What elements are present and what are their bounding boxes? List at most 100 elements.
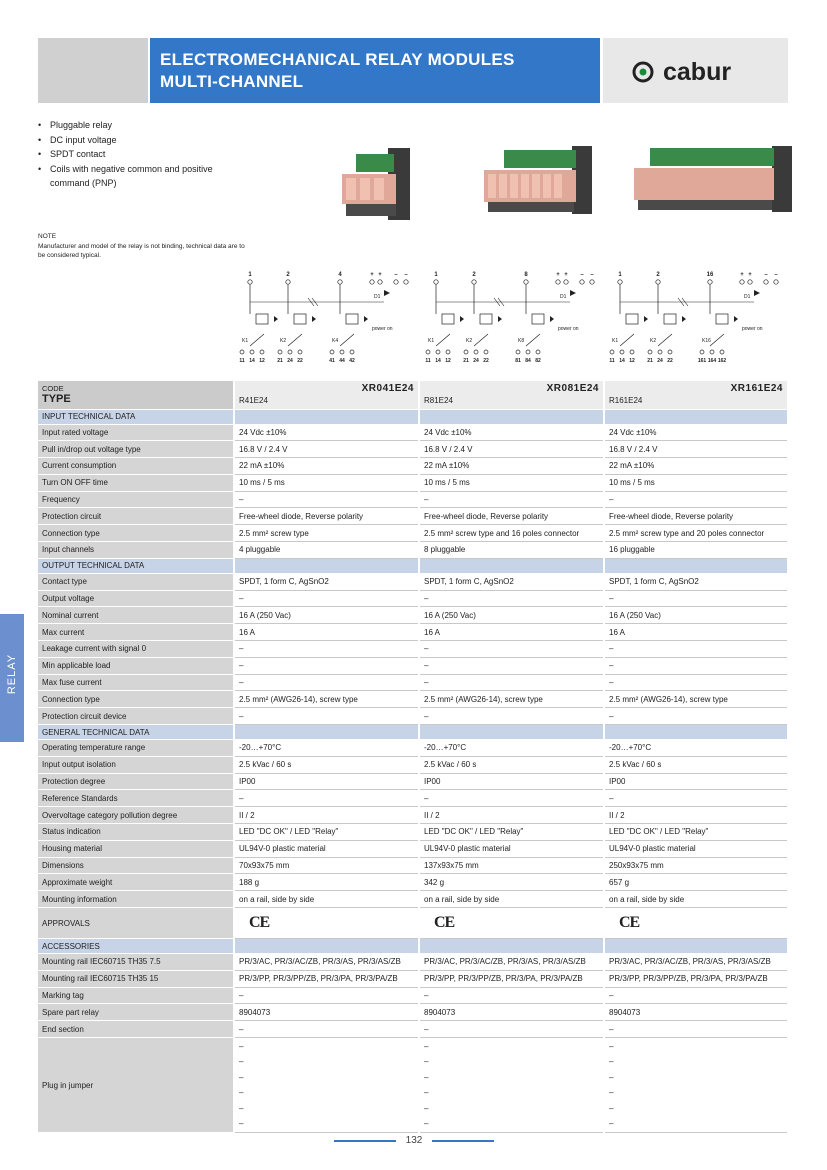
terminal-icon xyxy=(739,279,745,285)
terminal-icon xyxy=(473,349,479,355)
type-label: TYPE xyxy=(42,393,71,406)
contact-icon xyxy=(473,333,489,347)
row-value: 2.5 mm² screw type and 20 poles connecto… xyxy=(604,524,789,543)
terminal-label: 21 xyxy=(463,358,469,364)
relay-label: K1 xyxy=(242,338,248,344)
terminal-icon xyxy=(277,349,283,355)
row-value: UL94V-0 plastic material xyxy=(234,840,420,858)
terminal-icon xyxy=(619,349,625,355)
jumper-value: – xyxy=(239,1103,244,1113)
feature-item: SPDT contact xyxy=(38,147,238,162)
row-value: 16.8 V / 2.4 V xyxy=(234,440,420,459)
contact-icon xyxy=(435,333,451,347)
row-value: SPDT, 1 form C, AgSnO2 xyxy=(234,573,420,591)
row-value: – xyxy=(234,674,420,692)
terminal-icon xyxy=(435,349,441,355)
row-value: 22 mA ±10% xyxy=(234,457,420,475)
terminal-label: 1 xyxy=(434,272,438,278)
row-value: 4 pluggable xyxy=(234,541,420,559)
row-label: End section xyxy=(38,1020,235,1038)
terminal-icon xyxy=(579,279,585,285)
row-label: Mounting information xyxy=(38,890,235,909)
sidebar-label: RELAY xyxy=(6,653,18,695)
diode-icon xyxy=(274,316,278,322)
terminal-label: 4 xyxy=(338,272,342,278)
terminal-label: + xyxy=(370,272,374,278)
terminal-label: 16 xyxy=(707,272,714,278)
ce-mark-icon: CE xyxy=(619,914,640,932)
row-label: Overvoltage category pollution degree xyxy=(38,806,235,825)
terminal-icon xyxy=(773,279,779,285)
row-label: Protection circuit xyxy=(38,507,235,526)
terminal-icon xyxy=(655,279,661,285)
row-value: 2.5 kVac / 60 s xyxy=(419,756,605,774)
terminal-icon xyxy=(763,279,769,285)
row-label: Leakage current with signal 0 xyxy=(38,640,235,658)
diode-icon xyxy=(498,316,502,322)
feature-item: Pluggable relay xyxy=(38,118,238,133)
break-mark-icon xyxy=(307,297,315,307)
row-value: – xyxy=(234,1020,420,1038)
terminal-label: 2 xyxy=(656,272,660,278)
row-label: Pull in/drop out voltage type xyxy=(38,440,235,459)
terminal-icon xyxy=(249,349,255,355)
table-row: End section––– xyxy=(38,1020,789,1038)
row-value: PR/3/AC, PR/3/AC/ZB, PR/3/AS, PR/3/AS/ZB xyxy=(604,953,789,971)
jumper-value: – xyxy=(424,1057,429,1066)
section-fill xyxy=(419,724,605,741)
coil-icon xyxy=(293,313,307,325)
terminal-icon xyxy=(647,349,653,355)
row-label: Input output isolation xyxy=(38,756,235,774)
section-fill xyxy=(419,558,605,574)
row-value: 2.5 mm² (AWG26-14), screw type xyxy=(419,690,605,709)
terminal-label: + xyxy=(740,272,744,278)
sidebar-tab-relay: RELAY xyxy=(0,614,24,742)
row-value: – xyxy=(604,987,789,1005)
row-value: – xyxy=(419,789,605,808)
terminal-label: 11 xyxy=(609,358,615,364)
row-label: Frequency xyxy=(38,491,235,509)
terminal-icon xyxy=(563,279,569,285)
table-row: Output voltage––– xyxy=(38,590,789,608)
row-value: 8 pluggable xyxy=(419,541,605,559)
terminal-icon xyxy=(285,279,291,285)
terminal-label: 1 xyxy=(248,272,252,278)
section-fill xyxy=(234,724,420,741)
section-fill xyxy=(419,409,605,425)
product-type: R161E24 xyxy=(609,396,643,406)
product-photo-16ch xyxy=(634,146,792,212)
power-label: power on xyxy=(372,326,393,332)
row-value: – xyxy=(234,789,420,808)
row-value: 8904073 xyxy=(234,1003,420,1022)
jumper-values: –––––– xyxy=(604,1037,789,1133)
row-label: Output voltage xyxy=(38,590,235,608)
header-product-cell: XR081E24 R81E24 xyxy=(419,381,605,410)
section-fill xyxy=(604,938,789,955)
jumper-value: – xyxy=(424,1072,429,1082)
row-value: – xyxy=(604,674,789,692)
row-value: 10 ms / 5 ms xyxy=(234,474,420,492)
feature-item: DC input voltage xyxy=(38,133,238,148)
jumper-value: – xyxy=(424,1088,429,1097)
contact-icon xyxy=(657,333,673,347)
section-fill xyxy=(604,409,789,425)
terminal-icon xyxy=(445,349,451,355)
row-value: 16 A (250 Vac) xyxy=(604,606,789,625)
row-label: Max fuse current xyxy=(38,674,235,692)
terminal-label: 8 xyxy=(524,272,528,278)
row-value: 188 g xyxy=(234,873,420,892)
diode-icon xyxy=(550,316,554,322)
section-fill xyxy=(419,938,605,955)
header-grey-block xyxy=(38,38,148,103)
terminal-label: 41 xyxy=(329,358,335,364)
row-label: Status indication xyxy=(38,823,235,841)
row-label: Input rated voltage xyxy=(38,424,235,442)
row-value: – xyxy=(419,640,605,658)
diode-icon xyxy=(460,316,464,322)
row-value: -20…+70°C xyxy=(419,739,605,757)
